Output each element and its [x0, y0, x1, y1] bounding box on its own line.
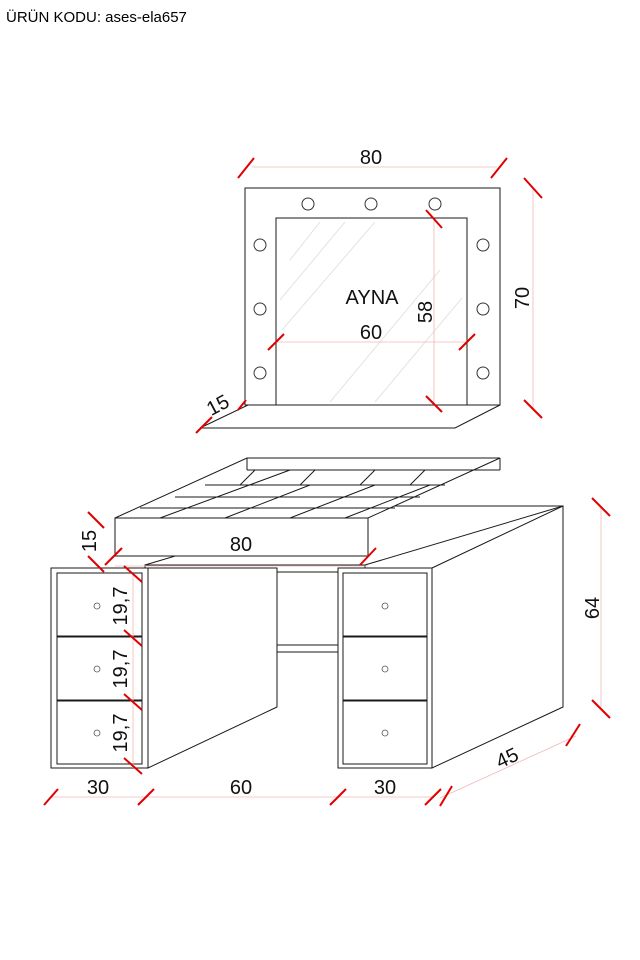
right-cabinet-side	[431, 505, 564, 769]
organizer-divider	[159, 469, 291, 519]
dim-left-width: 30	[87, 777, 109, 799]
dim-tick	[123, 629, 143, 647]
organizer-front-panel	[114, 517, 369, 557]
left-cabinet-side	[147, 567, 278, 769]
table-group: 80 15 19,7 19,7 19,7 64 45 30 60 30	[43, 457, 611, 807]
dim-drawer-1-height: 19,7	[110, 587, 132, 626]
dim-tick	[439, 785, 453, 807]
bulb-icon	[253, 366, 267, 380]
organizer-divider	[289, 484, 376, 519]
dim-tick	[424, 788, 442, 806]
dim-tick	[523, 399, 543, 419]
bulb-icon	[253, 238, 267, 252]
dim-line	[439, 735, 577, 799]
glass-reflection-line	[281, 221, 376, 331]
dim-tick	[425, 209, 443, 229]
mirror-label: AYNA	[346, 287, 400, 309]
organizer-divider	[299, 469, 316, 486]
dim-tick	[523, 177, 543, 199]
bulb-icon	[476, 366, 490, 380]
dim-tick	[359, 547, 377, 566]
dim-tick	[123, 693, 143, 711]
dim-tick	[87, 555, 105, 573]
dim-gap-width: 60	[230, 777, 252, 799]
drawer-knob-icon	[381, 729, 389, 737]
dim-top-height: 15	[79, 530, 101, 552]
bulb-icon	[253, 302, 267, 316]
bulb-icon	[301, 197, 315, 211]
glass-reflection-line	[329, 269, 441, 403]
drawer-knob-icon	[93, 665, 101, 673]
dim-tick	[43, 788, 59, 806]
mirror-shelf	[199, 404, 501, 429]
dim-tick	[267, 333, 285, 351]
dim-drawer-2-height: 19,7	[110, 650, 132, 689]
dim-mirror-height: 70	[512, 287, 534, 309]
drawer-knob-icon	[93, 729, 101, 737]
glass-reflection-line	[374, 297, 463, 403]
mirror-glass	[275, 217, 468, 406]
dim-mirror-width: 80	[360, 147, 382, 169]
organizer-divider	[359, 469, 376, 486]
dim-tick	[123, 757, 143, 775]
dim-tick	[195, 416, 213, 434]
dim-tick	[237, 399, 247, 411]
dim-tick	[123, 565, 143, 583]
dim-tick	[329, 788, 347, 806]
drawer-knob-icon	[93, 602, 101, 610]
dim-depth: 45	[493, 744, 522, 773]
dim-tick	[87, 511, 105, 529]
dim-tick	[490, 157, 508, 179]
bulb-icon	[428, 197, 442, 211]
glass-reflection-line	[289, 221, 321, 261]
product-code-title: ÜRÜN KODU: ases-ela657	[6, 9, 187, 26]
organizer-divider	[239, 469, 256, 486]
organizer-divider	[224, 484, 311, 519]
dim-glass-height: 58	[415, 301, 437, 323]
dim-drawer-3-height: 19,7	[110, 714, 132, 753]
dim-glass-width: 60	[360, 322, 382, 344]
organizer-divider	[344, 484, 431, 519]
dim-tick	[458, 333, 476, 351]
dim-tick	[565, 723, 581, 747]
dim-total-height: 64	[582, 597, 604, 619]
dim-tick	[104, 547, 123, 566]
dim-top-width: 80	[230, 534, 252, 556]
dim-right-width: 30	[374, 777, 396, 799]
dim-tick	[137, 788, 155, 806]
dim-tick	[591, 497, 611, 517]
glass-reflection-line	[279, 221, 346, 301]
bulb-icon	[364, 197, 378, 211]
organizer-divider	[409, 469, 426, 486]
drawer-knob-icon	[381, 602, 389, 610]
drawer-knob-icon	[381, 665, 389, 673]
dim-tick	[591, 699, 611, 719]
dim-tick	[237, 157, 255, 179]
mirror-group: 80 70 58 60 AYNA 15	[195, 147, 543, 434]
bulb-icon	[476, 238, 490, 252]
dim-tick	[425, 395, 443, 413]
bulb-icon	[476, 302, 490, 316]
